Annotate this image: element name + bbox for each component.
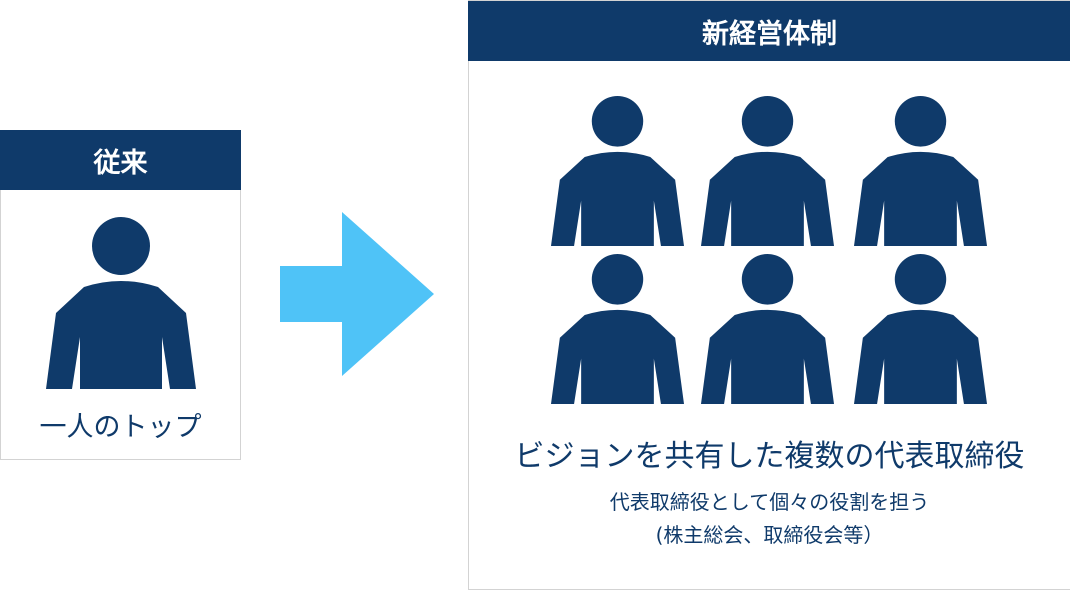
person-icon	[854, 254, 987, 404]
person-icon	[854, 96, 987, 246]
person-icon	[701, 254, 834, 404]
arrow-right-icon	[280, 212, 434, 376]
new-structure-subtitle: 代表取締役として個々の役割を担う	[609, 490, 930, 514]
person-icon	[551, 96, 684, 246]
new-structure-title: ビジョンを共有した複数の代表取締役	[514, 439, 1025, 474]
person-icon	[551, 254, 684, 404]
person-icon	[701, 96, 834, 246]
single-leader-label: 一人のトップ	[39, 412, 202, 443]
new-structure-header: 新経営体制	[468, 1, 1070, 61]
new-structure-subtitle-note: (株主総会、取締役会等）	[655, 523, 884, 547]
person-icon	[46, 217, 196, 389]
previous-structure-header: 従来	[0, 130, 241, 190]
previous-structure-panel: 従来 一人のトップ	[0, 130, 241, 460]
new-structure-panel: 新経営体制 ビジョンを共有した複	[468, 0, 1070, 590]
